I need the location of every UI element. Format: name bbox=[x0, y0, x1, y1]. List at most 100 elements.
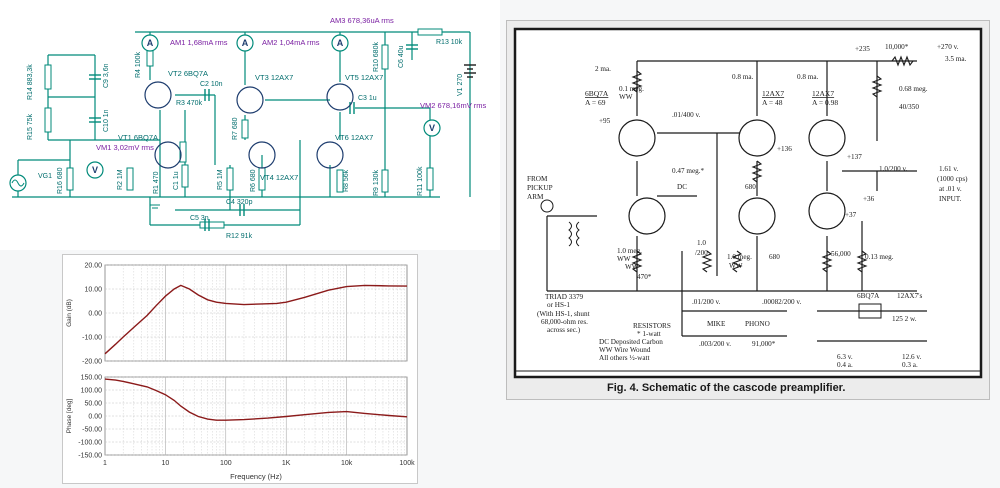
part-label-c6: C6 40u bbox=[398, 45, 405, 68]
x-tick-label: 10k bbox=[341, 460, 353, 467]
gain-y-tick-label: -20.00 bbox=[82, 359, 102, 366]
scan-label: .01/200 v. bbox=[692, 298, 721, 306]
scan-label: .00082/200 v. bbox=[762, 298, 801, 306]
phase-y-tick-label: 0.00 bbox=[88, 414, 102, 421]
phase-y-axis-label: Phase [deg] bbox=[66, 398, 73, 433]
tube-label-vt2: VT2 6BQ7A bbox=[168, 69, 208, 78]
scan-label: .003/200 v. bbox=[699, 340, 731, 348]
scan-label: WW Wire Wound bbox=[599, 346, 651, 354]
tube-label-vt4: VT4 12AX7 bbox=[260, 173, 298, 182]
scan-label: RESISTORS bbox=[633, 322, 671, 330]
tube-labels: VT1 6BQ7A VT2 6BQ7A VT3 12AX7 VT4 12AX7 … bbox=[118, 69, 383, 182]
scan-label: across sec.) bbox=[547, 326, 581, 334]
battery-symbol bbox=[464, 64, 476, 78]
x-tick-label: 1 bbox=[103, 460, 107, 467]
svg-text:A: A bbox=[147, 38, 154, 48]
scan-label: 1.0 meg. bbox=[617, 247, 642, 255]
meter-readings: AM1 1,68mA rms AM2 1,04mA rms AM3 678,36… bbox=[96, 16, 487, 152]
meter-reading-am3: AM3 678,36uA rms bbox=[330, 16, 394, 25]
scan-label: (With HS-1, shunt bbox=[537, 310, 590, 318]
x-tick-label: 1K bbox=[282, 460, 291, 467]
scan-label: 10,000* bbox=[885, 43, 909, 51]
scan-tube-label: 12AX7 bbox=[812, 89, 834, 98]
part-label-c10: C10 1n bbox=[103, 109, 110, 132]
part-label-r10: R10 680k bbox=[373, 42, 380, 72]
part-label-r16: R16 680 bbox=[57, 167, 64, 194]
scan-label: 12.6 v. bbox=[902, 353, 922, 361]
scan-label: +136 bbox=[777, 145, 792, 153]
scan-label: 680 bbox=[769, 253, 780, 261]
gain-grid bbox=[104, 264, 407, 362]
scan-label: 2 ma. bbox=[595, 65, 611, 73]
x-tick-label: 100k bbox=[399, 460, 415, 467]
phase-y-tick-label: 50.00 bbox=[84, 401, 102, 408]
scan-label: 0.47 meg.* bbox=[672, 167, 705, 175]
part-label-c4: C4 320p bbox=[226, 199, 253, 206]
part-label-r6: R6 680 bbox=[250, 169, 257, 192]
scan-label: WW bbox=[625, 263, 639, 271]
part-label-r5: R5 1M bbox=[217, 169, 224, 190]
scan-label: +36 bbox=[863, 195, 875, 203]
scan-label: 3.5 ma. bbox=[945, 55, 967, 63]
scan-wires bbox=[546, 60, 927, 342]
scan-label: +137 bbox=[847, 153, 862, 161]
scan-label: at .01 v. bbox=[939, 185, 962, 193]
scan-label: (1000 cps) bbox=[937, 175, 968, 183]
meter-reading-am2: AM2 1,04mA rms bbox=[262, 38, 320, 47]
scan-label: +95 bbox=[599, 117, 611, 125]
svg-text:A: A bbox=[242, 38, 249, 48]
part-label-r7: R7 680 bbox=[232, 117, 239, 140]
scan-label: MIKE bbox=[707, 320, 726, 328]
source-wave-icon bbox=[11, 179, 25, 187]
scan-component-labels: 2 ma.+950.1 meg.WW.01/400 v.0.8 ma.0.8 m… bbox=[527, 43, 968, 369]
scan-label: 125 2 w. bbox=[892, 315, 917, 323]
part-label-r4: R4 100k bbox=[135, 51, 142, 78]
part-label-r12: R12 91k bbox=[226, 233, 253, 240]
tube-label-vt6: VT6 12AX7 bbox=[335, 133, 373, 142]
scan-label: 0.4 a. bbox=[837, 361, 853, 369]
scan-label: 0.1 meg. bbox=[619, 85, 644, 93]
part-label-r15: R15 75k bbox=[27, 113, 34, 140]
scan-label: 680 bbox=[745, 183, 756, 191]
part-label-c1: C1 1u bbox=[173, 171, 180, 190]
scan-label: WW bbox=[617, 255, 631, 263]
gain-y-tick-label: -10.00 bbox=[82, 335, 102, 342]
phase-y-tick-label: -50.00 bbox=[82, 427, 102, 434]
scan-label: .01/400 v. bbox=[672, 111, 701, 119]
part-label-r8: R8 56k bbox=[343, 169, 350, 192]
scan-label: WW bbox=[619, 93, 633, 101]
scan-label: 40/350 bbox=[899, 103, 919, 111]
scan-label: 68,000-ohm res. bbox=[541, 318, 588, 326]
x-tick-label: 100 bbox=[220, 460, 232, 467]
scan-label: PICKUP bbox=[527, 184, 553, 192]
part-label-c5: C5 3n bbox=[190, 215, 209, 222]
figure-caption: Fig. 4. Schematic of the cascode preampl… bbox=[607, 382, 845, 394]
part-label-c3: C3 1u bbox=[358, 95, 377, 102]
scan-label: 1.0/200 v. bbox=[879, 165, 908, 173]
scan-label: 1.0 meg. bbox=[727, 253, 752, 261]
scan-label: /200 bbox=[695, 249, 708, 257]
meter-symbols bbox=[9, 34, 441, 192]
scan-label: PHONO bbox=[745, 320, 770, 328]
phase-y-tick-label: -100.00 bbox=[78, 440, 102, 447]
phase-y-tick-label: 100.00 bbox=[81, 388, 103, 395]
scan-label: 0.68 meg. bbox=[899, 85, 928, 93]
scan-label: 6BQ7A bbox=[857, 292, 880, 300]
scan-tube-labels: 6BQ7A A = 69 12AX7 A = 48 12AX7 A = 0.98 bbox=[585, 89, 838, 107]
scan-label: 56,000 bbox=[831, 250, 851, 258]
scan-tube-symbols bbox=[618, 119, 846, 235]
phase-y-tick-label: -150.00 bbox=[78, 453, 102, 460]
scan-label: 1.0 bbox=[697, 239, 706, 247]
capacitor-symbols bbox=[89, 44, 418, 231]
scan-label: 0.8 ma. bbox=[797, 73, 819, 81]
part-label-v1: V1 270 bbox=[457, 74, 464, 96]
scan-label: INPUT. bbox=[939, 195, 962, 203]
x-axis-label: Frequency (Hz) bbox=[230, 472, 282, 481]
part-label-r11: R11 100k bbox=[417, 166, 424, 196]
